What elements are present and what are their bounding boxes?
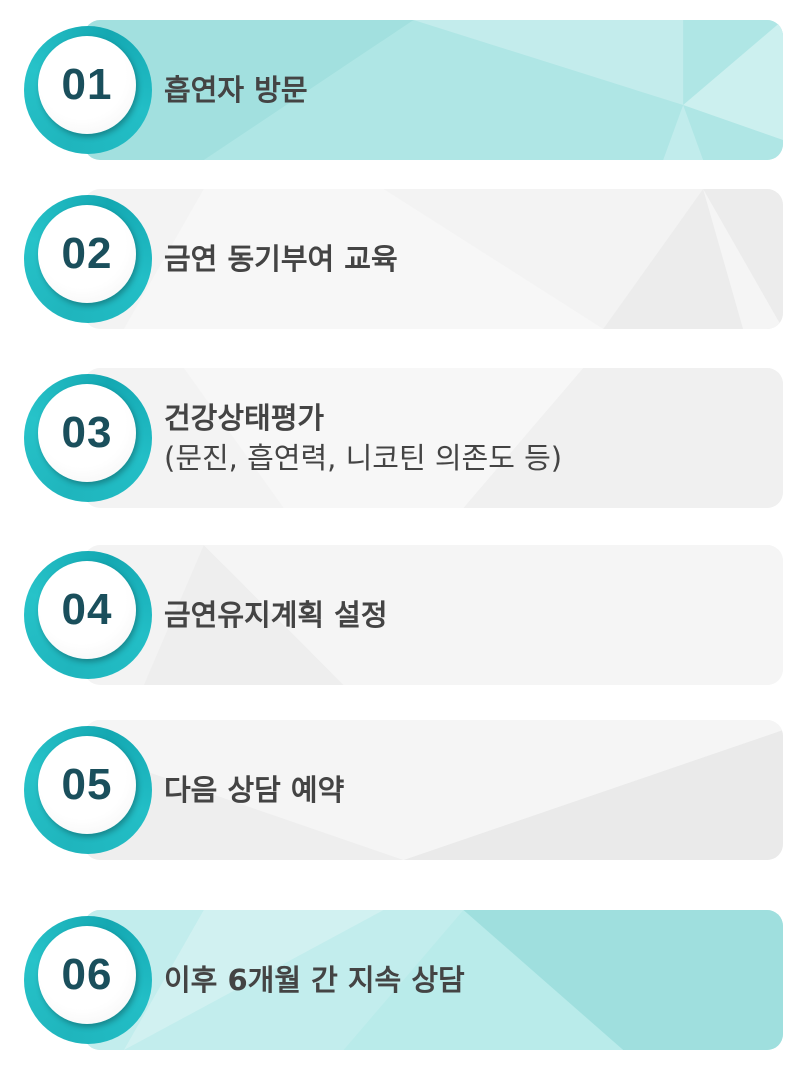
step-label: 금연 동기부여 교육 <box>164 189 398 329</box>
step-number-badge: 01 <box>24 26 152 154</box>
bar-pattern <box>123 189 783 329</box>
step-label: 금연유지계획 설정 <box>164 545 388 685</box>
step-bar <box>84 545 783 685</box>
step-label: 흡연자 방문 <box>164 20 308 160</box>
step-6: 06 이후 6개월 간 지속 상담 <box>0 910 801 1050</box>
step-label-line1: 금연유지계획 설정 <box>164 598 388 632</box>
step-number: 02 <box>61 229 113 278</box>
bar-pattern <box>143 545 783 685</box>
step-bar <box>84 20 783 160</box>
step-label-line1: 흡연자 방문 <box>164 73 308 107</box>
step-label-line1: 이후 6개월 간 지속 상담 <box>164 963 465 997</box>
step-label-line1: 금연 동기부여 교육 <box>164 242 398 276</box>
bar-pattern <box>203 20 783 160</box>
step-label: 건강상태평가 (문진, 흡연력, 니코틴 의존도 등) <box>164 368 562 508</box>
step-bar <box>84 720 783 860</box>
step-number: 04 <box>61 585 113 634</box>
step-number-badge: 04 <box>24 551 152 679</box>
step-number: 03 <box>61 408 113 457</box>
step-label-line2: (문진, 흡연력, 니코틴 의존도 등) <box>164 441 563 475</box>
step-number-badge: 03 <box>24 374 152 502</box>
step-bar <box>84 368 783 508</box>
step-label: 다음 상담 예약 <box>164 720 344 860</box>
step-number: 06 <box>61 950 113 999</box>
step-bar <box>84 910 783 1050</box>
step-number-badge: 06 <box>24 916 152 1044</box>
step-number: 01 <box>61 60 113 109</box>
step-1: 01 흡연자 방문 <box>0 20 801 160</box>
step-number-badge: 02 <box>24 195 152 323</box>
step-3: 03 건강상태평가 (문진, 흡연력, 니코틴 의존도 등) <box>0 368 801 508</box>
step-label-line1: 다음 상담 예약 <box>164 773 345 807</box>
step-5: 05 다음 상담 예약 <box>0 720 801 860</box>
bar-pattern <box>183 368 783 508</box>
step-label-line1: 건강상태평가 <box>164 401 325 435</box>
step-bar <box>84 189 783 329</box>
step-2: 02 금연 동기부여 교육 <box>0 189 801 329</box>
step-4: 04 금연유지계획 설정 <box>0 545 801 685</box>
step-number-badge: 05 <box>24 726 152 854</box>
bar-pattern <box>84 910 783 1050</box>
step-label: 이후 6개월 간 지속 상담 <box>164 910 465 1050</box>
step-number: 05 <box>61 760 113 809</box>
bar-pattern <box>84 720 783 860</box>
